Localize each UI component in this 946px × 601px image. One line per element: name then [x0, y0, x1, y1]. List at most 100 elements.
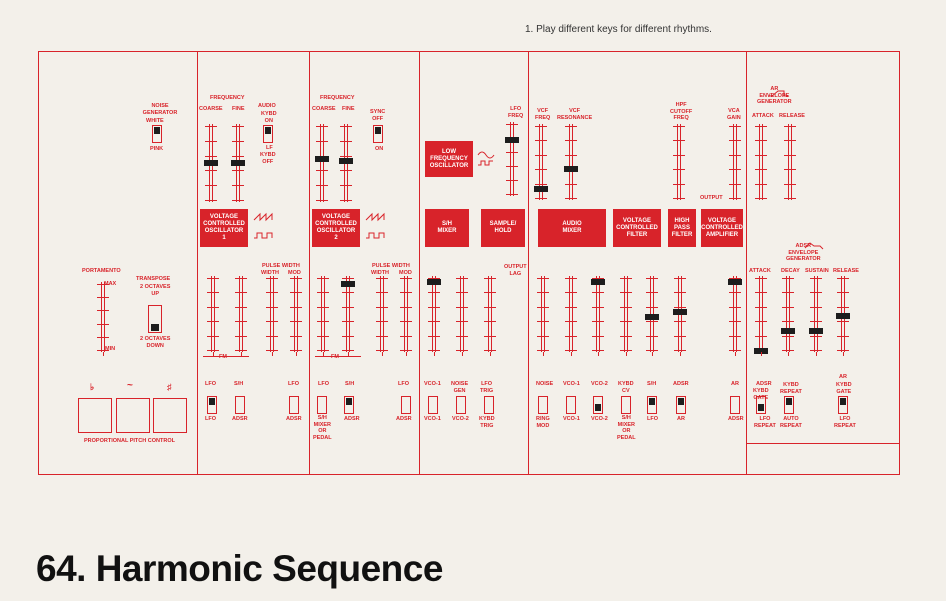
slider-knob[interactable]	[673, 309, 687, 315]
slider-track[interactable]	[239, 276, 243, 352]
noise-switch[interactable]	[152, 125, 162, 143]
slider-tick	[837, 278, 849, 279]
slider-knob[interactable]	[645, 314, 659, 320]
slider-tick	[837, 335, 849, 337]
slider-knob[interactable]	[781, 328, 795, 334]
source-switch[interactable]	[484, 396, 494, 414]
slider-track[interactable]	[759, 276, 763, 352]
source-switch[interactable]	[401, 396, 411, 414]
lfo-label: LFO	[288, 381, 299, 387]
slider-tick	[729, 306, 741, 308]
vco1-label: VCO-1	[424, 381, 441, 387]
slider-track[interactable]	[101, 282, 105, 352]
slider-tick	[207, 335, 219, 337]
slider-tick	[535, 140, 547, 142]
slider-knob[interactable]	[534, 186, 548, 192]
slider-tick	[235, 292, 247, 294]
slider-track[interactable]	[759, 124, 763, 200]
slider-track[interactable]	[677, 124, 681, 200]
sync-switch[interactable]	[373, 125, 383, 143]
slider-tick	[484, 278, 496, 279]
slider-tick	[755, 306, 767, 308]
slider-track[interactable]	[569, 276, 573, 352]
slider-knob[interactable]	[505, 137, 519, 143]
slider-tick	[316, 126, 328, 127]
source-switch[interactable]	[317, 396, 327, 414]
slider-tick	[428, 306, 440, 308]
slider-knob[interactable]	[231, 160, 245, 166]
source-switch[interactable]	[621, 396, 631, 414]
pitch-pad-sharp[interactable]	[153, 398, 187, 433]
transpose-label: TRANSPOSE	[136, 276, 171, 282]
slider-track[interactable]	[404, 276, 408, 352]
source-switch[interactable]	[647, 396, 657, 414]
slider-track[interactable]	[460, 276, 464, 352]
slider-track[interactable]	[510, 122, 514, 196]
slider-track[interactable]	[321, 276, 325, 352]
slider-track[interactable]	[432, 276, 436, 352]
slider-tick	[729, 140, 741, 142]
slider-knob[interactable]	[591, 279, 605, 285]
slider-track[interactable]	[624, 276, 628, 352]
on-label: ON	[375, 146, 384, 152]
slider-tick	[205, 200, 217, 201]
slider-tick	[535, 169, 547, 171]
slider-tick	[755, 183, 767, 185]
slider-track[interactable]	[320, 124, 324, 202]
slider-tick	[729, 198, 741, 199]
source-switch[interactable]	[756, 396, 766, 414]
source-switch[interactable]	[235, 396, 245, 414]
slider-knob[interactable]	[315, 156, 329, 162]
source-switch[interactable]	[676, 396, 686, 414]
source-switch[interactable]	[428, 396, 438, 414]
slider-track[interactable]	[786, 276, 790, 352]
source-switch[interactable]	[344, 396, 354, 414]
slider-track[interactable]	[294, 276, 298, 352]
source-switch[interactable]	[207, 396, 217, 414]
pitch-pad-flat[interactable]	[78, 398, 112, 433]
source-switch[interactable]	[838, 396, 848, 414]
slider-tick	[729, 183, 741, 185]
slider-tick	[729, 169, 741, 171]
slider-tick	[755, 126, 767, 127]
slider-track[interactable]	[569, 124, 573, 200]
source-switch[interactable]	[456, 396, 466, 414]
pitch-pad-center[interactable]	[116, 398, 150, 433]
slider-track[interactable]	[539, 124, 543, 200]
slider-track[interactable]	[541, 276, 545, 352]
slider-knob[interactable]	[341, 281, 355, 287]
slider-track[interactable]	[211, 276, 215, 352]
slider-knob[interactable]	[339, 158, 353, 164]
slider-track[interactable]	[788, 124, 792, 200]
source-switch[interactable]	[593, 396, 603, 414]
slider-knob[interactable]	[564, 166, 578, 172]
slider-track[interactable]	[346, 276, 350, 352]
slider-knob[interactable]	[754, 348, 768, 354]
slider-track[interactable]	[270, 276, 274, 352]
slider-track[interactable]	[488, 276, 492, 352]
fm-bracket	[315, 356, 361, 358]
slider-track[interactable]	[380, 276, 384, 352]
slider-track[interactable]	[814, 276, 818, 352]
source-switch[interactable]	[289, 396, 299, 414]
slider-knob[interactable]	[427, 279, 441, 285]
slider-track[interactable]	[596, 276, 600, 352]
source-switch[interactable]	[538, 396, 548, 414]
slider-knob[interactable]	[204, 160, 218, 166]
audio-switch[interactable]	[263, 125, 273, 143]
switch-knob	[649, 398, 655, 405]
slider-track[interactable]	[733, 276, 737, 352]
source-switch[interactable]	[566, 396, 576, 414]
slider-tick	[810, 335, 822, 337]
slider-tick	[673, 126, 685, 127]
slider-track[interactable]	[733, 124, 737, 200]
source-switch[interactable]	[784, 396, 794, 414]
slider-tick	[428, 335, 440, 337]
slider-knob[interactable]	[836, 313, 850, 319]
slider-tick	[484, 350, 496, 351]
transpose-switch[interactable]	[148, 305, 162, 333]
source-switch[interactable]	[730, 396, 740, 414]
slider-knob[interactable]	[728, 279, 742, 285]
slider-knob[interactable]	[809, 328, 823, 334]
